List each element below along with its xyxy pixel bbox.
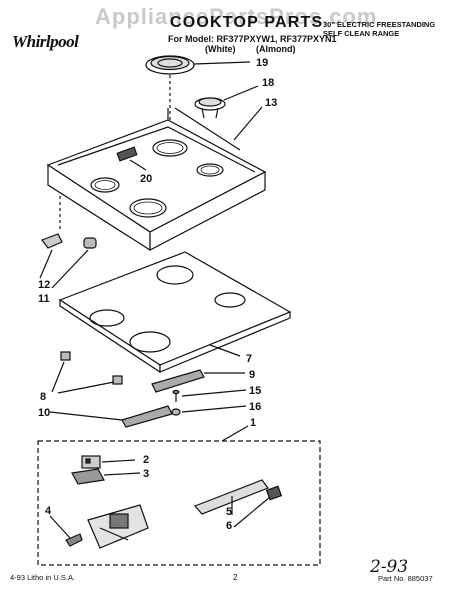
range-description: 30" ELECTRIC FREESTANDING SELF CLEAN RAN… (323, 20, 435, 38)
leader-12 (39, 249, 53, 279)
leader-11 (51, 249, 89, 289)
screw[interactable] (172, 389, 180, 403)
callout-18: 18 (262, 77, 274, 89)
leader-18 (223, 85, 259, 101)
bumper[interactable] (83, 237, 97, 249)
variant-almond: (Almond) (256, 44, 296, 54)
clip-small[interactable] (265, 485, 283, 501)
callout-7: 7 (246, 353, 252, 365)
leader-3 (103, 472, 141, 476)
nut[interactable] (171, 408, 181, 416)
leader-4 (49, 515, 71, 539)
surface-element-large[interactable] (145, 55, 195, 75)
callout-1: 1 (250, 417, 256, 429)
callout-5: 5 (226, 506, 232, 518)
screw-small[interactable] (65, 533, 83, 547)
terminal-block-kit-box (37, 440, 321, 566)
callout-15: 15 (249, 385, 261, 397)
callout-labels: 19 18 13 20 12 11 7 9 8 15 16 10 1 2 3 4… (38, 57, 277, 532)
element-bracket-lower[interactable] (121, 405, 173, 428)
color-variants: (White) (Almond) (205, 44, 296, 54)
terminal-block[interactable] (81, 455, 101, 469)
leader-16 (181, 405, 247, 413)
leader-7 (209, 344, 241, 357)
clip-left[interactable] (60, 351, 71, 361)
whirlpool-logo: Whirlpool (12, 32, 79, 51)
page-number: 2 (233, 573, 238, 582)
callout-6: 6 (226, 520, 232, 532)
leader-20 (129, 159, 147, 171)
leader-8b (57, 381, 115, 394)
handwritten-date: 2-93 (370, 557, 409, 577)
leader-2 (101, 459, 136, 463)
callout-20: 20 (140, 173, 152, 185)
litho-note: 4-93 Litho in U.S.A. (10, 573, 76, 582)
callout-19: 19 (256, 57, 268, 69)
callout-16: 16 (249, 401, 261, 413)
leader-10 (49, 411, 123, 421)
clip-right[interactable] (112, 375, 123, 385)
hinge-bracket[interactable] (41, 233, 63, 249)
surface-element-small[interactable] (194, 97, 226, 119)
insulator[interactable] (71, 468, 105, 485)
cooktop-liner[interactable] (58, 251, 292, 374)
leader-15 (181, 389, 247, 397)
callout-13: 13 (265, 97, 277, 109)
callout-12: 12 (38, 279, 50, 291)
callout-10: 10 (38, 407, 50, 419)
cooktop-main-top[interactable] (46, 107, 267, 252)
callout-11: 11 (38, 293, 50, 305)
terminal-block-assembly[interactable] (87, 504, 149, 549)
variant-white: (White) (205, 44, 236, 54)
callout-9: 9 (249, 369, 255, 381)
watermark: AppliancePartsPros.com (95, 4, 378, 29)
description-line-1: 30" ELECTRIC FREESTANDING (323, 20, 436, 29)
leader-19 (193, 61, 251, 65)
element-bracket-upper[interactable] (151, 369, 205, 393)
leader-13 (233, 106, 263, 141)
description-line-2: SELF CLEAN RANGE (323, 29, 400, 38)
leader-1 (221, 425, 249, 442)
model-line: For Model: RF377PXYW1, RF377PXYN1 (168, 34, 337, 44)
callout-8: 8 (40, 391, 46, 403)
callout-4: 4 (45, 505, 52, 517)
page-title: COOKTOP PARTS (170, 14, 324, 31)
callout-2: 2 (143, 454, 149, 466)
callout-3: 3 (143, 468, 149, 480)
leader-6 (233, 496, 271, 528)
part-number: Part No. 885037 (378, 574, 433, 583)
leader-8 (51, 361, 65, 393)
